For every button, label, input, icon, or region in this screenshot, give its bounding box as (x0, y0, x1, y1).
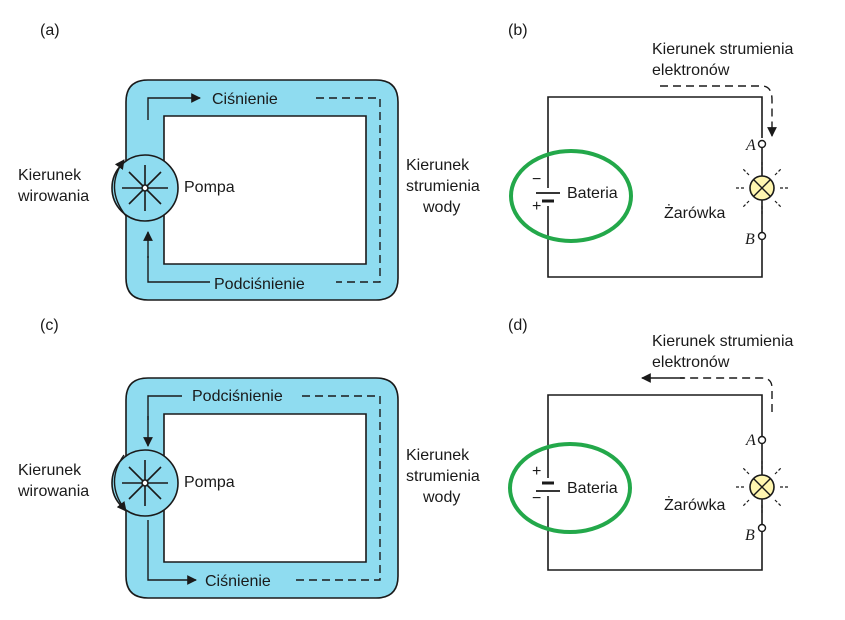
panel-c-pump-label: Pompa (184, 474, 235, 491)
panel-a-bottom-label: Podciśnienie (214, 276, 305, 293)
panel-d-battery-label: Bateria (567, 480, 618, 497)
panel-a: (a) Ciśnienie Podciśnienie Pompa Kierune… (17, 22, 480, 301)
panel-d-letter: (d) (508, 317, 528, 334)
panel-d-terminal-a (757, 435, 767, 445)
panel-a-rotation-label-2: wirowania (17, 188, 89, 205)
panel-c: (c) Podciśnienie Ciśnienie Pompa Kierune… (17, 317, 480, 599)
panel-c-water-pipe (125, 377, 399, 599)
panel-c-flow-label-2: strumienia (406, 468, 480, 485)
panel-c-letter: (c) (40, 317, 59, 334)
panel-b-battery-bottom-sign: + (532, 198, 541, 215)
panel-b-battery-label: Bateria (567, 185, 618, 202)
panel-b-letter: (b) (508, 22, 528, 39)
panel-a-flow-label-2: strumienia (406, 178, 480, 195)
panel-b-battery-icon (536, 192, 560, 203)
panel-d-battery-bottom-sign: − (532, 490, 541, 507)
panel-a-flow-bottom-line (147, 256, 210, 283)
panel-d-lightbulb-icon (736, 461, 788, 513)
panel-b-flow-label-2: elektronów (652, 62, 730, 79)
panel-a-top-label: Ciśnienie (212, 91, 278, 108)
panel-c-flow-label-3: wody (422, 489, 460, 506)
panel-a-pump-impeller-icon (122, 165, 168, 211)
panel-a-flow-label-1: Kierunek (406, 157, 470, 174)
panel-d-flow-label-1: Kierunek strumienia (652, 333, 794, 350)
panel-b-flow-label-1: Kierunek strumienia (652, 41, 794, 58)
panel-d-circuit-wire (547, 394, 763, 571)
panel-d-battery-icon (536, 481, 560, 492)
panel-b-battery-top-sign: − (532, 171, 541, 188)
panel-d-electron-flow-dashed (680, 377, 773, 412)
panel-d-battery-top-sign: + (532, 463, 541, 480)
panel-a-rotation-label-1: Kierunek (18, 167, 82, 184)
panel-c-flow-label-1: Kierunek (406, 447, 470, 464)
panel-d-terminal-b (757, 523, 767, 533)
panel-d-flow-label-2: elektronów (652, 354, 730, 371)
panel-b-battery-highlight (509, 149, 633, 243)
panel-c-flow-bottom-arrow (147, 520, 197, 585)
panel-c-rotation-label-1: Kierunek (18, 462, 82, 479)
panel-d-bulb-label: Żarówka (664, 495, 725, 514)
panel-d: (d) Kierunek strumienia elektronów + − B… (508, 317, 794, 571)
panel-b-electron-flow-arrow (660, 85, 777, 137)
panel-b: (b) Kierunek strumienia elektronów − + B… (508, 22, 794, 278)
panel-b-bulb-label: Żarówka (664, 203, 725, 222)
panel-c-top-label: Podciśnienie (192, 388, 283, 405)
panel-a-pump-label: Pompa (184, 179, 235, 196)
panel-b-circuit-wire (547, 96, 763, 278)
panel-c-rotation-label-2: wirowania (17, 483, 89, 500)
panel-b-terminal-a-label: A (745, 137, 756, 154)
panel-d-terminal-b-label: B (745, 527, 755, 544)
panel-a-flow-label-3: wody (422, 199, 460, 216)
panel-b-terminal-b (757, 231, 767, 241)
panel-a-rotation-arrow-icon (113, 159, 127, 217)
panel-c-flow-dashed-right (296, 395, 381, 581)
panel-c-pump-impeller-icon (122, 460, 168, 506)
panel-a-flow-dashed-right (316, 97, 381, 283)
panel-b-lightbulb-icon (736, 162, 788, 214)
panel-b-terminal-a (757, 139, 767, 149)
panel-c-rotation-arrow-icon (113, 454, 127, 512)
panel-b-terminal-b-label: B (745, 231, 755, 248)
panel-c-bottom-label: Ciśnienie (205, 573, 271, 590)
panel-a-flow-top-arrow (147, 93, 201, 120)
panel-d-battery-highlight (508, 442, 632, 534)
panel-a-letter: (a) (40, 22, 60, 39)
panel-d-terminal-a-label: A (745, 432, 756, 449)
panel-c-flow-top-line (147, 395, 182, 420)
